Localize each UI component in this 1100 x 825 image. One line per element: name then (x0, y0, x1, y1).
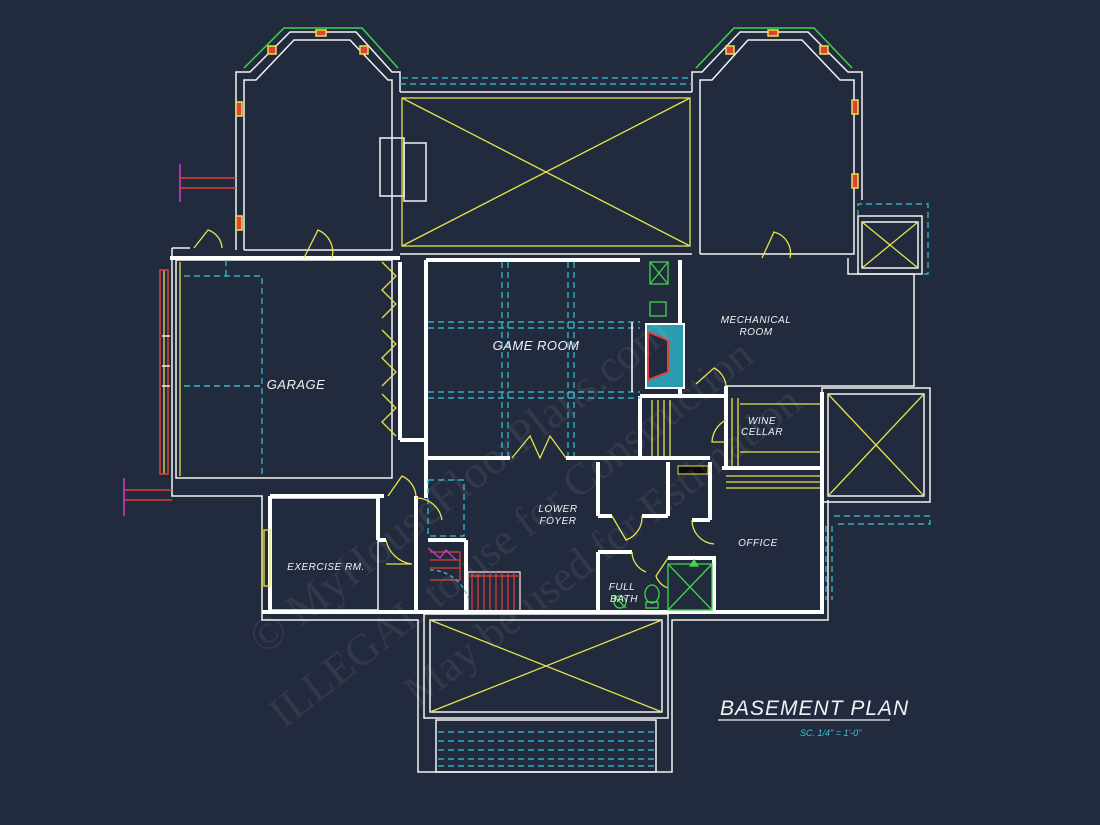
full-bath-label-line2: BATH (610, 594, 638, 605)
garage-label: GARAGE (267, 377, 326, 392)
mechanical-room-label-line1: MECHANICAL (721, 315, 792, 326)
exterior-markers (123, 164, 236, 516)
door-swings (193, 229, 820, 589)
watermark-line2: ILLEGAL to use for Construction (259, 330, 762, 738)
mechanical-room-label-line2: ROOM (739, 327, 772, 338)
full-bath-label-line1: FULL (609, 582, 635, 593)
fireplace (631, 322, 685, 392)
open-to-below-marks (163, 97, 925, 713)
exercise-room-label: EXERCISE RM. (287, 562, 365, 573)
office-label: OFFICE (738, 538, 778, 549)
overhead-beams (184, 77, 931, 767)
room-labels: GARAGE GAME ROOM MECHANICAL ROOM WINE CE… (267, 315, 792, 605)
stairs (427, 547, 521, 613)
windows (159, 27, 859, 475)
wine-cellar-label-line2: CELLAR (741, 427, 783, 438)
plan-scale: SC. 1/4" = 1'-0" (800, 728, 862, 738)
interior-walls (170, 256, 824, 614)
lower-foyer-label-line2: FOYER (540, 516, 577, 527)
title-block: BASEMENT PLAN SC. 1/4" = 1'-0" (718, 697, 909, 738)
game-room-label: GAME ROOM (493, 338, 580, 353)
plan-title: BASEMENT PLAN (720, 697, 909, 720)
lower-foyer-label-line1: LOWER (538, 504, 577, 515)
fixtures (613, 261, 713, 611)
threshold-marker (677, 465, 709, 475)
wine-cellar-label-line1: WINE (748, 416, 776, 427)
